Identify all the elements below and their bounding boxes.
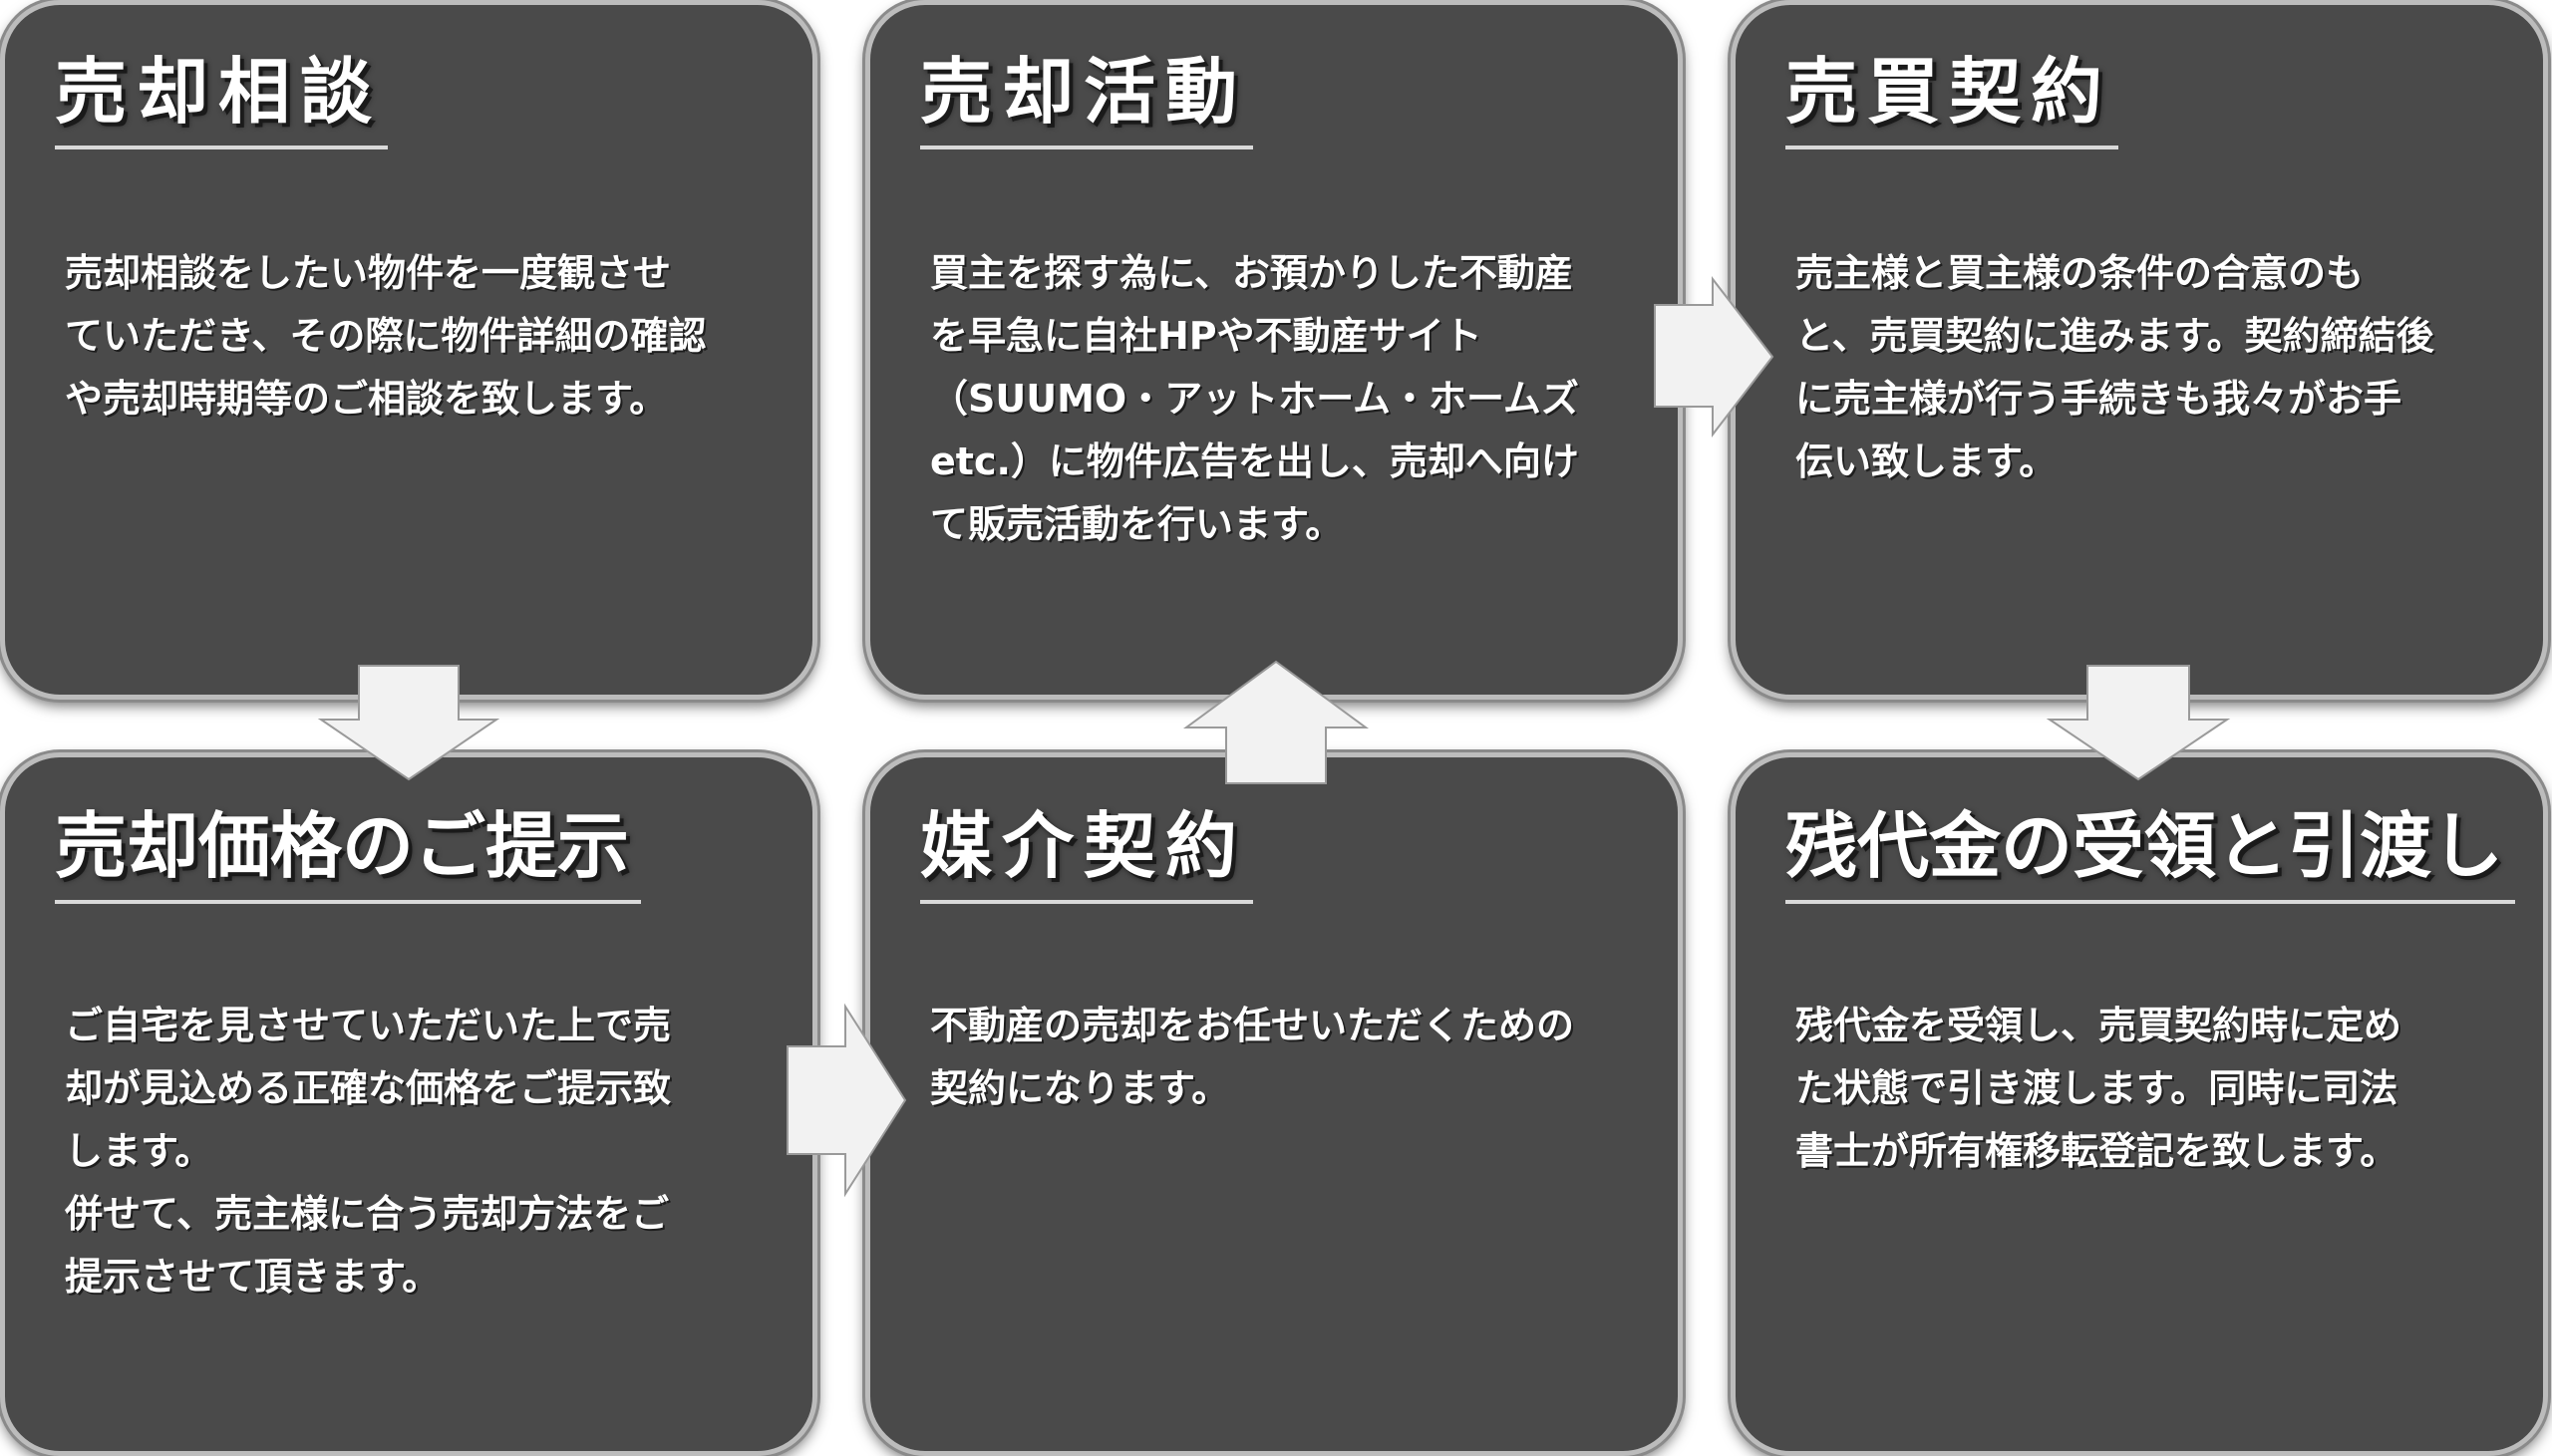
step-description: 不動産の売却をお任せいただくための 契約になります。 (930, 1004, 1575, 1110)
step-title: 売却相談 (55, 52, 389, 150)
step-card-brokerage-contract: 媒介契約 不動産の売却をお任せいただくための 契約になります。 (865, 752, 1683, 1456)
step-card-sale-consultation: 売却相談 売却相談をしたい物件を一度観させ ていただき、その際に物件詳細の確認 … (0, 0, 817, 700)
step-description: 残代金を受領し、売買契約時に定め た状態で引き渡します。同時に司法 書士が所有権… (1795, 1004, 2402, 1173)
step-card-price-proposal: 売却価格のご提示 ご自宅を見させていただいた上で売 却が見込める正確な価格をご提… (0, 752, 817, 1456)
step-description: 売却相談をしたい物件を一度観させ ていただき、その際に物件詳細の確認 や売却時期… (65, 251, 707, 421)
step-description: 買主を探す為に、お預かりした不動産 を早急に自社HPや不動産サイト （SUUMO… (930, 251, 1579, 546)
step-title: 残代金の受領と引渡し (1785, 806, 2516, 905)
step-card-sales-contract: 売買契約 売主様と買主様の条件の合意のも と、売買契約に進みます。契約締結後 に… (1731, 0, 2548, 700)
step-title: 売却価格のご提示 (55, 806, 642, 905)
step-description: ご自宅を見させていただいた上で売 却が見込める正確な価格をご提示致 します。 併… (65, 1004, 672, 1299)
step-title: 売却活動 (920, 52, 1254, 150)
step-card-settlement-handover: 残代金の受領と引渡し 残代金を受領し、売買契約時に定め た状態で引き渡します。同… (1731, 752, 2548, 1456)
step-description: 売主様と買主様の条件の合意のも と、売買契約に進みます。契約締結後 に売主様が行… (1795, 251, 2434, 483)
step-title: 媒介契約 (920, 806, 1254, 905)
step-title: 売買契約 (1785, 52, 2119, 150)
step-card-sales-activity: 売却活動 買主を探す為に、お預かりした不動産 を早急に自社HPや不動産サイト （… (865, 0, 1683, 700)
